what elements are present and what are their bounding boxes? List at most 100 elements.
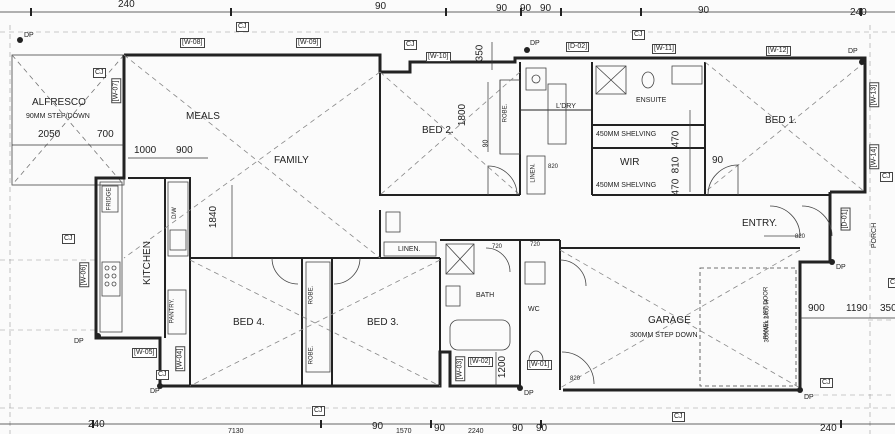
cj-marker-6: CJ [156,370,169,380]
window-tag-w12: [W-12] [766,46,791,56]
cj-marker-3: CJ [632,30,645,40]
dim-top-6: 90 [698,5,710,16]
cj-marker-1: CJ [236,22,249,32]
door-size-1: 820 [548,164,559,170]
dim-1190: 1190 [846,303,868,314]
room-kitchen: KITCHEN [141,241,153,285]
room-bed2: BED 2. [422,125,454,136]
cj-marker-11: CJ [888,278,895,288]
dp-label-5: DP [74,338,84,345]
cj-marker-7: CJ [312,406,325,416]
door-size-5: 820 [570,376,581,382]
dim-900: 900 [176,145,193,156]
dim-small-ensuite: 90 [712,155,724,166]
window-tag-w10: [W-10] [426,52,451,62]
room-wir: WIR [620,157,640,168]
room-ensuite: ENSUITE [636,97,667,104]
dim-top-7: 240 [850,7,867,18]
dishwasher-label: D/W [171,207,178,219]
room-ldry: L'DRY [556,103,576,110]
dim-470: 470 [670,130,682,148]
dim-2050: 2050 [38,129,61,140]
dp-label-3: DP [848,48,858,55]
dim-top-2: 90 [375,1,387,12]
room-garage: GARAGE [648,315,691,326]
dim-1800: 1800 [457,103,469,127]
setout-lines [0,25,895,434]
room-entry: ENTRY. [742,218,778,229]
dp-label-1: DP [24,32,34,39]
window-tag-w01: [W-01] [527,360,552,370]
dim-top-5: 90 [540,3,552,14]
cj-marker-4: CJ [93,68,106,78]
dim-1200: 1200 [497,355,509,379]
room-bath: BATH [476,292,495,299]
cj-marker-2: CJ [404,40,417,50]
downpipe-markers [17,37,865,393]
window-tag-w09: [W-09] [296,38,321,48]
fridge-label: FRIDGE [106,187,113,211]
dim-bottom-4: 1570 [396,428,412,434]
alfresco-note: 90MM STEP/DOWN [26,113,90,120]
window-tag-w02: [W-02] [468,357,493,367]
door-size-3: 720 [530,242,541,248]
dp-label-7: DP [524,390,534,397]
window-tag-w13: [W-13] [869,82,880,108]
shelving-top: 450MM SHELVING [596,131,657,138]
dim-top-4: 90 [520,3,532,14]
cj-marker-5: CJ [62,234,75,244]
window-tag-w04: [W-04] [175,346,186,372]
door-tag-d02: [D-02] [566,42,590,52]
door-tag-d01: [D-01] [840,207,851,231]
dim-470b: 470 [670,178,682,196]
dim-350: 350 [474,44,486,62]
dp-label-2: DP [530,40,540,47]
dim-top-3: 90 [496,3,508,14]
window-tag-w08: [W-08] [180,38,205,48]
alfresco-outline [11,54,125,186]
dp-label-8: DP [804,394,814,401]
internal-walls [128,62,830,390]
window-tag-w03: [W-03] [455,356,466,382]
dimension-ticks [30,8,862,428]
dim-1840: 1840 [208,205,220,229]
dp-label-4: DP [836,264,846,271]
door-swings [271,164,833,385]
dim-700: 700 [97,129,114,140]
cj-marker-9: CJ [880,172,893,182]
dim-bottom-1: 240 [88,419,105,430]
room-family: FAMILY [274,155,309,166]
dim-bottom-3: 90 [372,421,384,432]
dim-1000: 1000 [134,145,157,156]
room-alfresco: ALFRESCO [32,97,86,108]
robe-bed3: ROBE. [308,345,315,365]
dim-350b: 350 [880,303,895,314]
window-tag-w06: [W-06] [79,262,90,288]
window-tag-w05: [W-05] [132,348,157,358]
room-bed3: BED 3. [367,317,399,328]
dim-top-1: 240 [118,0,135,10]
dim-bottom-5: 90 [434,423,446,434]
garage-door-size: 3000Wx 2400 H [764,299,771,343]
window-tag-w11: [W-11] [652,44,676,54]
robe-bed2: ROBE. [502,103,509,123]
window-tag-w14: [W-14] [869,144,880,170]
room-bed1: BED 1. [765,115,797,126]
room-meals: MEALS [186,111,220,122]
garage-note: 300MM STEP DOWN [630,332,698,339]
dimension-lines [0,11,895,425]
dim-bottom-7: 90 [512,423,524,434]
dim-90a: 90 [482,139,490,148]
shelving-bottom: 450MM SHELVING [596,182,657,189]
room-porch: PORCH [871,222,879,249]
dim-bottom-2: 7130 [228,428,244,434]
room-bed4: BED 4. [233,317,265,328]
room-pantry: PANTRY. [169,298,176,324]
linen-hall: LINEN. [398,246,421,253]
door-size-4: 820 [795,234,806,240]
dim-900-garage: 900 [808,303,825,314]
dim-bottom-8: 90 [536,423,548,434]
window-tag-w07: [W-07] [111,78,122,104]
